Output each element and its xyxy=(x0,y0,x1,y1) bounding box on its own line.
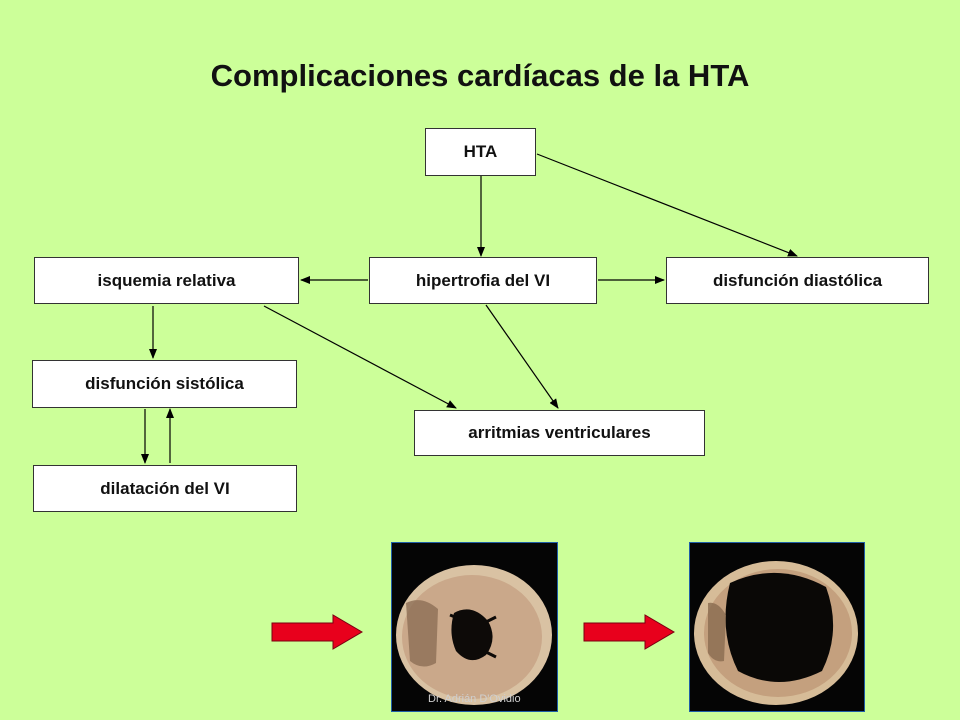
arrow-hta-to-diastolica xyxy=(536,153,798,257)
arrow-hipertrofia-to-arritmias xyxy=(485,304,559,409)
arrow-isquemia-to-arritmias xyxy=(263,305,457,409)
node-disfuncion-diastolica: disfunción diastólica xyxy=(666,257,929,304)
author-credit: Dr. Adrián D'Ovidio xyxy=(428,693,521,705)
heart-cross-section-photo xyxy=(391,542,558,712)
slide-title: Complicaciones cardíacas de la HTA xyxy=(210,58,750,93)
node-arritmias-ventriculares: arritmias ventriculares xyxy=(414,410,705,456)
heart-cross-section-photo xyxy=(689,542,865,712)
node-hipertrofia-del-vi: hipertrofia del VI xyxy=(369,257,597,304)
right-arrow-icon xyxy=(583,614,675,650)
node-isquemia-relativa: isquemia relativa xyxy=(34,257,299,304)
node-hta: HTA xyxy=(425,128,536,176)
node-dilatacion-del-vi: dilatación del VI xyxy=(33,465,297,512)
right-arrow-icon xyxy=(271,614,363,650)
node-disfuncion-sistolica: disfunción sistólica xyxy=(32,360,297,408)
